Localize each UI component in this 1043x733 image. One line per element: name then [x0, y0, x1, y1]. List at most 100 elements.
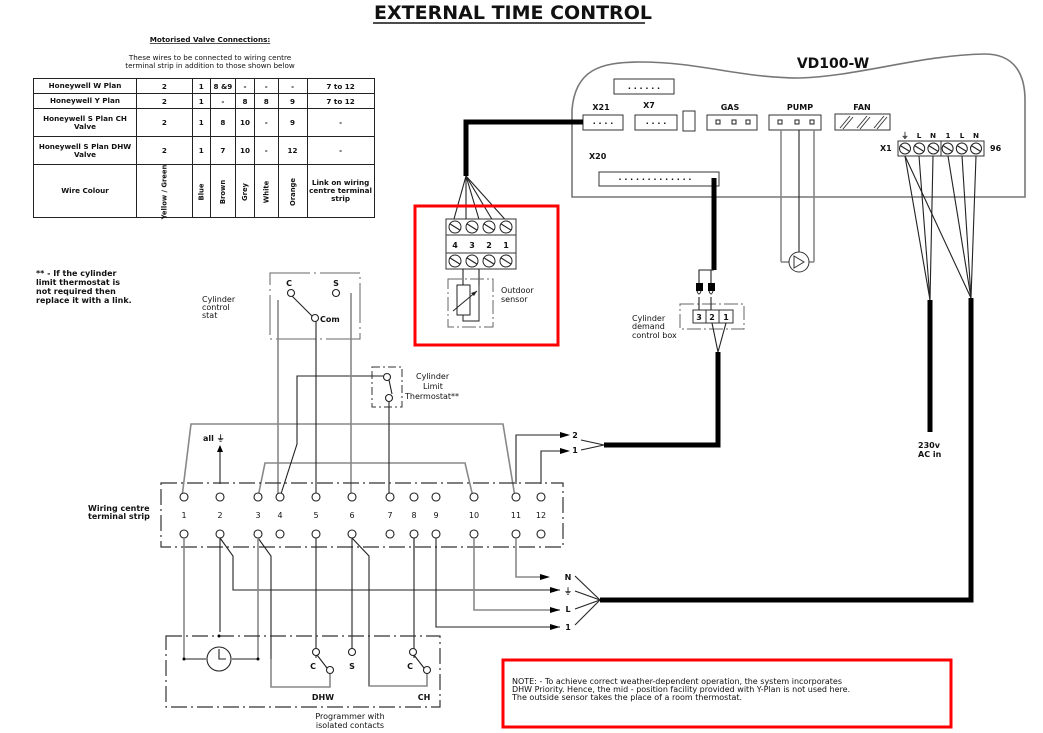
valve-cell: 10: [235, 136, 256, 165]
valve-cell: -: [235, 78, 256, 94]
strip-terminal: [511, 529, 521, 539]
svg-text:control: control: [202, 303, 230, 312]
svg-text:C: C: [310, 662, 316, 671]
strip-terminal-number: 5: [313, 511, 318, 520]
strip-terminal: [311, 492, 321, 502]
outdoor-sensor: 4 3 2 1 Outdoor sensor: [445, 218, 534, 328]
programmer-label-2: isolated contacts: [316, 721, 384, 730]
strip-terminal: [385, 492, 395, 502]
ac-input-line2: AC in: [918, 450, 942, 459]
valve-cell: -: [306, 108, 375, 137]
programmer: C S C DHW CH Programmer with isolated co…: [165, 634, 441, 730]
strip-terminal-number: 8: [411, 511, 416, 520]
connector-pump-label: PUMP: [787, 103, 813, 112]
svg-text:2: 2: [486, 241, 492, 250]
strip-terminal-number: 3: [255, 511, 260, 520]
valve-row-label: Honeywell S Plan DHW Valve: [33, 136, 137, 165]
wire-colour: Yellow / Green: [160, 164, 169, 219]
svg-text:2: 2: [709, 313, 715, 322]
svg-text:S: S: [349, 662, 355, 671]
demand-signal-cable: [604, 352, 721, 448]
svg-text:Cylinder: Cylinder: [416, 372, 450, 381]
valve-cell: 9: [277, 108, 308, 137]
svg-text:2: 2: [572, 431, 578, 440]
strip-terminal-number: 12: [536, 511, 546, 520]
svg-text:3: 3: [696, 313, 702, 322]
wire-colour-cell: Grey: [235, 164, 256, 218]
pump-symbol: [780, 130, 815, 273]
note-highlight: [501, 658, 953, 729]
wire-colour-cell: Brown: [209, 164, 237, 218]
wire-colour: Grey: [241, 182, 250, 201]
svg-text:L: L: [565, 605, 570, 614]
svg-text:N: N: [930, 131, 936, 140]
valve-cell: 2: [136, 78, 193, 94]
cylinder-limit-thermostat: Cylinder Limit Thermostat**: [371, 366, 459, 408]
boiler-vd100w: VD100-W . . . . . . X21 . . . . X7 . . .…: [571, 53, 1026, 198]
svg-text:stat: stat: [202, 311, 217, 320]
strip-terminal: [469, 529, 479, 539]
valve-cell: 1: [191, 93, 211, 109]
strip-terminal: [311, 529, 321, 539]
strip-terminal-number: 7: [387, 511, 392, 520]
boiler-name: VD100-W: [797, 56, 869, 72]
valve-cell: 8: [209, 108, 237, 137]
valve-cell: 1: [191, 136, 211, 165]
valve-cell: 10: [235, 108, 256, 137]
valve-row-label: Honeywell S Plan CH Valve: [33, 108, 137, 137]
connector-x21-label: X21: [592, 103, 610, 112]
valve-cell: 1: [191, 108, 211, 137]
valve-cell: 8: [254, 93, 279, 109]
connector-top: [613, 78, 675, 95]
x1-terminal-labels: ⏚ L N 1 L N: [901, 131, 979, 140]
connector-x20-label: X20: [589, 152, 607, 161]
svg-text:L: L: [917, 131, 922, 140]
valve-cell: 1: [191, 78, 211, 94]
cylinder-demand-control-box: 3 2 1 Cylinder demand control box: [632, 297, 745, 353]
svg-text:L: L: [960, 131, 965, 140]
strip-terminal: [469, 492, 479, 502]
valve-cell: 8: [235, 93, 256, 109]
svg-text:3: 3: [469, 241, 475, 250]
strip-terminal-number: 1: [181, 511, 186, 520]
valve-cell: 2: [136, 93, 193, 109]
strip-terminal: [347, 492, 357, 502]
svg-text:Thermostat**: Thermostat**: [404, 392, 459, 401]
wire-colour-cell: Yellow / Green: [136, 164, 193, 219]
strip-terminal: [536, 492, 546, 502]
wiring-centre-label-1: Wiring centre: [88, 504, 150, 513]
svg-text:N: N: [973, 131, 979, 140]
valve-cell: -: [254, 108, 279, 137]
wire-colour-cell: Orange: [277, 164, 308, 218]
strip-terminal: [536, 529, 546, 539]
strip-terminal-number: 10: [469, 511, 479, 520]
strip-terminal: [347, 529, 357, 539]
valve-cell: 7 to 12: [306, 93, 375, 109]
page-title: EXTERNAL TIME CONTROL: [374, 2, 652, 24]
strip-terminal-number: 9: [433, 511, 438, 520]
svg-text:⏚: ⏚: [564, 587, 572, 596]
demand-signal-arrows: 2 1: [515, 431, 605, 484]
outdoor-sensor-fanout: [451, 175, 512, 227]
footnote: ** - If the cylinder limit thermostat is…: [36, 269, 132, 305]
connector-x1-number: 96: [990, 144, 1002, 153]
svg-text:1: 1: [945, 131, 950, 140]
svg-text:CH: CH: [418, 693, 431, 702]
valve-cell: -: [306, 136, 375, 165]
svg-text:1: 1: [503, 241, 509, 250]
valve-cell: 2: [136, 136, 193, 165]
mains-arrows: N ⏚ L 1: [564, 573, 601, 632]
outdoor-sensor-label-1: Outdoor: [501, 286, 534, 295]
mains-fanout: [904, 155, 977, 301]
connector-x1-label: X1: [880, 144, 892, 153]
svg-text:4: 4: [452, 241, 458, 250]
svg-text:Cylinder: Cylinder: [202, 295, 236, 304]
valve-row-label: Honeywell W Plan: [33, 78, 137, 94]
mains-cable: [600, 298, 974, 603]
strip-terminal: [215, 529, 225, 539]
ac-input-line1: 230v: [918, 441, 941, 450]
